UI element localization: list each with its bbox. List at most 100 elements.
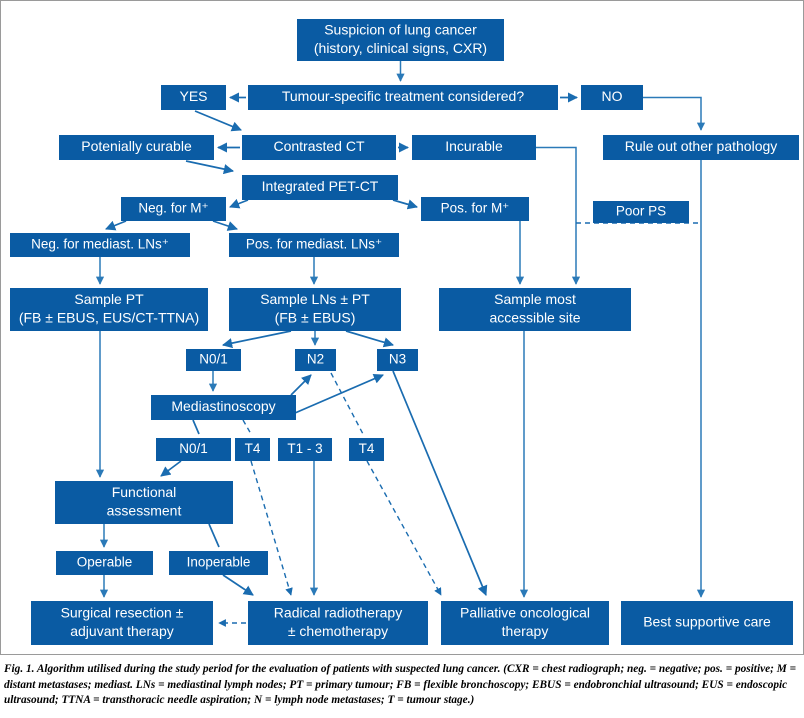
edge-functional-to-inoperable	[208, 523, 220, 548]
node-label-supportive: Best supportive care	[643, 614, 771, 630]
edge-sample-lns-to-n3	[345, 330, 394, 348]
node-box-pos-mediast	[229, 233, 399, 257]
node-box-n2	[295, 349, 336, 371]
flowchart-svg: Suspicion of lung cancer (history, clinic…	[10, 19, 799, 645]
node-label-t1-3: T1 - 3	[287, 441, 322, 456]
node-box-functional	[55, 481, 233, 524]
edge-inoperable-to-radical	[222, 574, 254, 596]
node-label-yes: YES	[179, 88, 207, 104]
node-pos-mediast: Pos. for mediast. LNs⁺	[229, 233, 399, 257]
node-label-contrasted-ct: Contrasted CT	[273, 138, 364, 154]
node-mediastinoscopy: Mediastinoscopy	[151, 395, 296, 420]
node-label-pos-m: Pos. for M⁺	[441, 201, 510, 216]
node-poor-ps: Poor PS	[593, 201, 689, 223]
node-label-rule-out: Rule out other pathology	[625, 138, 778, 154]
node-box-n01-a	[186, 349, 241, 371]
node-box-t4-a	[235, 438, 270, 461]
node-potenially: Potenially curable	[59, 135, 214, 160]
edge-mediastinoscopy-to-n3	[294, 373, 384, 414]
edge-incurable-to-sample-most	[536, 146, 581, 285]
node-box-neg-mediast	[10, 233, 190, 257]
node-label-pos-mediast: Pos. for mediast. LNs⁺	[246, 237, 382, 252]
node-box-surgical	[31, 601, 213, 645]
node-box-potenially	[59, 135, 214, 160]
node-box-t1-3	[278, 438, 332, 461]
node-label-sample-lns: (FB ± EBUS)	[275, 309, 356, 325]
node-operable: Operable	[56, 551, 153, 575]
node-box-n3	[377, 349, 418, 371]
node-label-radical: Radical radiotherapy	[274, 604, 402, 620]
node-box-contrasted-ct	[242, 135, 396, 160]
node-box-yes	[161, 85, 226, 110]
node-label-n2: N2	[307, 352, 324, 367]
node-contrasted-ct: Contrasted CT	[242, 135, 396, 160]
node-box-operable	[56, 551, 153, 575]
node-tumour-specific: Tumour-specific treatment considered?	[248, 85, 558, 110]
node-label-neg-m: Neg. for M⁺	[138, 201, 208, 216]
node-box-suspicion	[297, 19, 504, 61]
node-box-radical	[248, 601, 428, 645]
edge-t4b-to-palliative	[366, 460, 442, 596]
node-label-surgical: adjuvant therapy	[70, 623, 174, 639]
node-sample-lns: Sample LNs ± PT (FB ± EBUS)	[229, 288, 401, 331]
node-label-pet-ct: Integrated PET-CT	[262, 178, 379, 194]
node-yes: YES	[161, 85, 226, 110]
node-label-t4-a: T4	[245, 441, 261, 456]
node-label-radical: ± chemotherapy	[288, 623, 388, 639]
node-radical: Radical radiotherapy ± chemotherapy	[248, 601, 428, 645]
edge-layer	[95, 61, 706, 627]
node-label-mediastinoscopy: Mediastinoscopy	[171, 398, 275, 414]
node-box-incurable	[412, 135, 536, 160]
node-box-neg-m	[121, 197, 226, 221]
node-box-sample-pt	[10, 288, 208, 331]
node-box-mediastinoscopy	[151, 395, 296, 420]
node-pos-m: Pos. for M⁺	[421, 197, 529, 221]
node-box-tumour-specific	[248, 85, 558, 110]
edge-n01-lower-to-functional	[160, 460, 182, 477]
node-box-inoperable	[169, 551, 268, 575]
node-pet-ct: Integrated PET-CT	[242, 175, 398, 200]
edge-no-to-rule-out	[643, 96, 706, 131]
node-box-pet-ct	[242, 175, 398, 200]
node-box-supportive	[621, 601, 793, 645]
node-label-n01-a: N0/1	[199, 352, 228, 367]
node-n3: N3	[377, 349, 418, 371]
node-inoperable: Inoperable	[169, 551, 268, 575]
node-no: NO	[581, 85, 643, 110]
figure-caption: Fig. 1. Algorithm utilised during the st…	[4, 663, 797, 706]
node-label-neg-mediast: Neg. for mediast. LNs⁺	[31, 237, 169, 252]
node-t4-a: T4	[235, 438, 270, 461]
node-label-sample-most: Sample most	[494, 291, 576, 307]
edge-n3-to-palliative	[392, 370, 488, 596]
node-box-rule-out	[603, 135, 799, 160]
node-label-palliative: therapy	[502, 623, 549, 639]
node-t4-b: T4	[349, 438, 384, 461]
node-label-incurable: Incurable	[445, 138, 503, 154]
edge-pet-ct-to-pos-m	[392, 199, 418, 210]
node-box-poor-ps	[593, 201, 689, 223]
node-label-tumour-specific: Tumour-specific treatment considered?	[282, 88, 524, 104]
node-label-no: NO	[602, 88, 623, 104]
node-label-suspicion: Suspicion of lung cancer	[324, 21, 477, 37]
node-sample-most: Sample most accessible site	[439, 288, 631, 331]
node-label-sample-lns: Sample LNs ± PT	[260, 291, 370, 307]
node-label-t4-b: T4	[359, 441, 375, 456]
node-layer: Suspicion of lung cancer (history, clinic…	[10, 19, 799, 645]
edge-mediastinoscopy-to-n2	[290, 374, 312, 396]
node-label-sample-most: accessible site	[489, 309, 580, 325]
node-label-palliative: Palliative oncological	[460, 604, 590, 620]
node-box-palliative	[441, 601, 609, 645]
node-label-operable: Operable	[77, 555, 133, 570]
node-rule-out: Rule out other pathology	[603, 135, 799, 160]
node-label-suspicion: (history, clinical signs, CXR)	[314, 40, 487, 56]
edge-neg-m-to-pos-mediast	[212, 220, 238, 231]
node-box-sample-lns	[229, 288, 401, 331]
node-box-no	[581, 85, 643, 110]
node-n2: N2	[295, 349, 336, 371]
figure-frame: Suspicion of lung cancer (history, clinic…	[0, 0, 804, 655]
node-suspicion: Suspicion of lung cancer (history, clinic…	[297, 19, 504, 61]
node-label-inoperable: Inoperable	[187, 555, 251, 570]
node-label-potenially: Potenially curable	[81, 138, 192, 154]
